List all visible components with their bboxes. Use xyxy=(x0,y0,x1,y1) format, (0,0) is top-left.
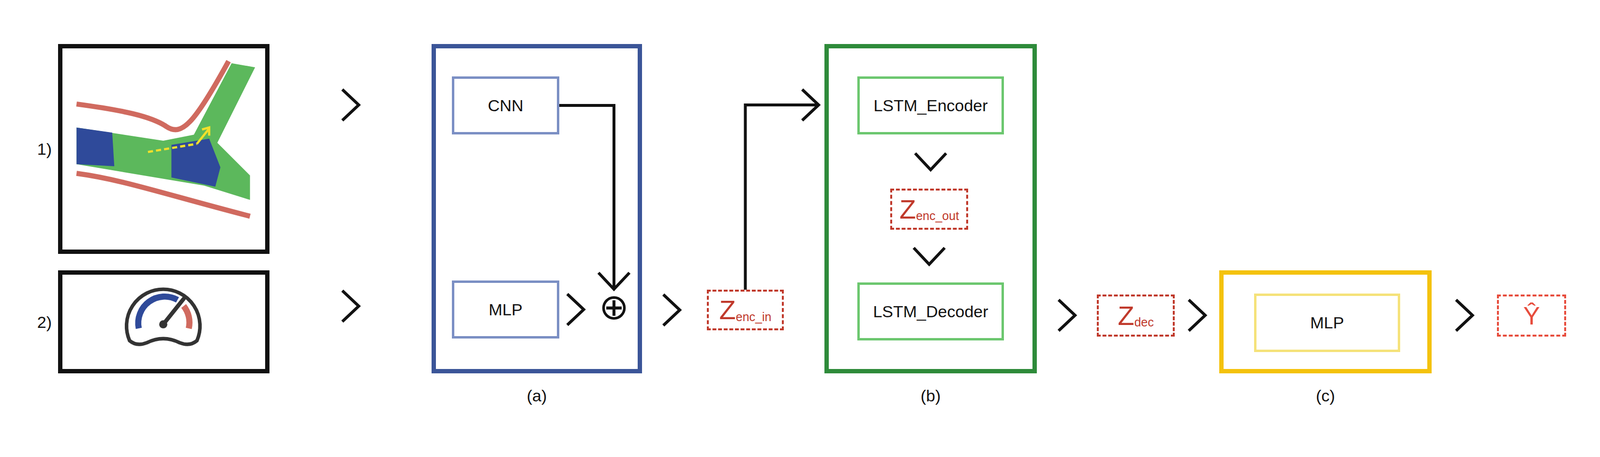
box-label: LSTM_Encoder xyxy=(873,96,988,116)
latent-symbol: Z xyxy=(899,195,916,224)
latent-symbol: Z xyxy=(1117,302,1135,330)
flow-arrow xyxy=(663,294,680,326)
latent-subscript: enc_out xyxy=(915,209,959,224)
flow-arrow xyxy=(567,294,584,326)
speedometer-icon xyxy=(126,289,201,345)
output-box: Ŷ xyxy=(1496,294,1567,337)
flow-arrow xyxy=(342,89,359,121)
latent-symbol: Z xyxy=(719,296,736,324)
image-panel: 1) xyxy=(58,44,270,255)
process-box: MLP xyxy=(451,280,560,339)
process-box: LSTM_Decoder xyxy=(857,282,1004,341)
flow-arrow xyxy=(1188,299,1206,331)
latent-subscript: dec xyxy=(1134,315,1154,330)
latent-box: Zenc_out xyxy=(890,188,969,230)
box-label: MLP xyxy=(1310,313,1345,333)
sum-operator: ⊕ xyxy=(591,287,637,327)
image-panel: 2) xyxy=(58,270,270,374)
flow-arrow xyxy=(915,153,947,170)
flow-arrow xyxy=(913,248,945,265)
module-box: (c)MLP xyxy=(1219,270,1432,374)
process-box: CNN xyxy=(451,76,560,135)
process-box: LSTM_Encoder xyxy=(857,76,1004,135)
latent-subscript: enc_in xyxy=(735,310,772,325)
flow-arrow xyxy=(1058,299,1076,331)
module-label: (a) xyxy=(526,386,548,406)
module-label: (c) xyxy=(1315,386,1336,406)
flow-arrow xyxy=(559,105,630,290)
box-label: CNN xyxy=(487,96,524,116)
panel-number: 2) xyxy=(37,312,52,332)
process-box: MLP xyxy=(1254,293,1401,353)
latent-box: Zdec xyxy=(1096,294,1175,337)
panel-number: 1) xyxy=(37,139,52,159)
flow-arrow xyxy=(342,290,359,322)
sum-symbol: ⊕ xyxy=(598,288,629,325)
module-label: (b) xyxy=(920,386,942,406)
module-box: (b)LSTM_EncoderZenc_outLSTM_Decoder xyxy=(824,44,1037,374)
latent-box: Zenc_in xyxy=(706,289,784,331)
flow-arrow xyxy=(1456,299,1473,331)
box-label: LSTM_Decoder xyxy=(872,302,988,322)
output-symbol: Ŷ xyxy=(1523,303,1541,329)
module-box: (a)CNNMLP⊕ xyxy=(431,44,643,374)
flow-arrow xyxy=(745,89,820,290)
road-illustration xyxy=(76,61,255,217)
box-label: MLP xyxy=(488,300,523,320)
